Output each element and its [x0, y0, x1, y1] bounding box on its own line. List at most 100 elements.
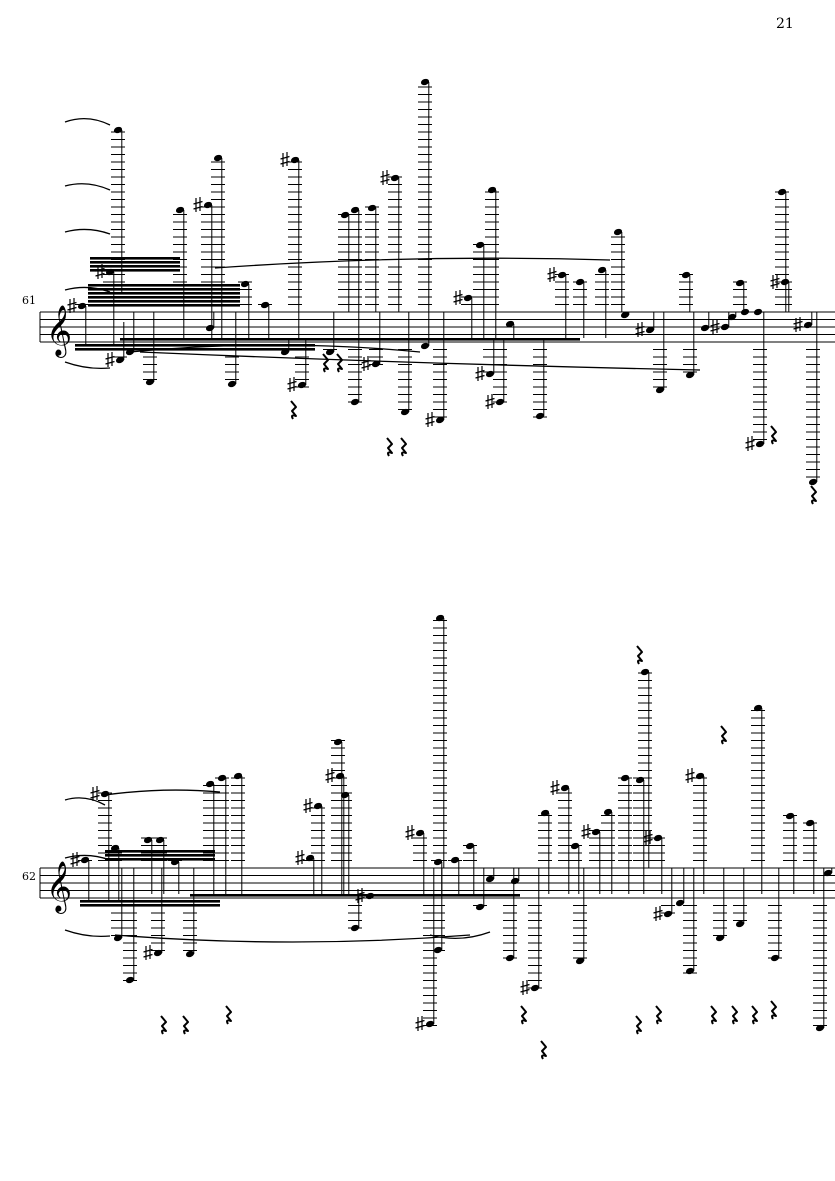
measure-number-62: 62 [22, 870, 36, 883]
notehead [113, 934, 123, 942]
notehead [575, 957, 585, 965]
beam [120, 338, 580, 341]
sharp-icon [745, 436, 755, 451]
notehead [463, 294, 473, 302]
quarter-rest-icon [322, 353, 329, 373]
notehead [350, 206, 360, 214]
sharp-icon [67, 298, 77, 313]
sharp-icon [635, 322, 645, 337]
beam [190, 894, 520, 897]
notehead [663, 910, 673, 918]
sharp-icon [70, 852, 80, 867]
sharp-icon [453, 290, 463, 305]
notehead [105, 268, 115, 276]
notehead [603, 808, 613, 816]
quarter-rest-icon [810, 485, 817, 505]
notehead [597, 266, 607, 274]
sharp-icon [770, 274, 780, 289]
notehead [715, 934, 725, 942]
sharp-icon [415, 1016, 425, 1031]
quarter-rest-icon [520, 1005, 527, 1025]
notehead [305, 854, 315, 862]
sharp-icon [643, 830, 653, 845]
notehead [280, 348, 290, 356]
slur [214, 257, 611, 269]
quarter-rest-icon [336, 353, 343, 373]
beam [80, 904, 220, 907]
quarter-rest-icon [720, 725, 727, 745]
slur [64, 118, 111, 126]
notehead [645, 326, 655, 334]
notehead [325, 348, 335, 356]
notehead [535, 412, 545, 420]
sharp-icon [287, 377, 297, 392]
slur [64, 183, 111, 191]
notehead [640, 668, 650, 676]
beam [90, 269, 180, 272]
slur [429, 931, 491, 939]
beam [105, 850, 215, 853]
notehead [560, 784, 570, 792]
treble-clef-icon: 𝄞 [46, 861, 72, 914]
notehead [655, 386, 665, 394]
notehead [815, 1024, 825, 1032]
notehead [620, 311, 630, 319]
quarter-rest-icon [225, 1005, 232, 1025]
beam [90, 257, 180, 260]
notehead [685, 371, 695, 379]
quarter-rest-icon [636, 645, 643, 665]
quarter-rest-icon [635, 1015, 642, 1035]
sharp-icon [361, 356, 371, 371]
page-number: 21 [776, 16, 794, 32]
notehead [823, 869, 833, 877]
beam [88, 288, 240, 291]
quarter-rest-icon [770, 425, 777, 445]
quarter-rest-icon [751, 1005, 758, 1025]
quarter-rest-icon [400, 437, 407, 457]
sharp-icon [520, 980, 530, 995]
notehead [420, 78, 430, 86]
beam [75, 348, 315, 351]
beam [88, 284, 240, 287]
notehead [675, 899, 685, 907]
notehead [367, 204, 377, 212]
notehead [755, 440, 765, 448]
beam [88, 292, 240, 295]
notehead [415, 829, 425, 837]
treble-clef-icon: 𝄞 [46, 305, 72, 358]
quarter-rest-icon [160, 1015, 167, 1035]
quarter-rest-icon [770, 1000, 777, 1020]
slur [64, 228, 111, 235]
sharp-icon [90, 786, 100, 801]
notehead [727, 313, 737, 321]
sharp-icon [405, 825, 415, 840]
notehead [153, 949, 163, 957]
beam [105, 858, 215, 861]
quarter-rest-icon [386, 437, 393, 457]
slur [64, 286, 111, 293]
notehead [390, 174, 400, 182]
sharp-icon [710, 319, 720, 334]
sharp-icon [193, 197, 203, 212]
quarter-rest-icon [731, 1005, 738, 1025]
notehead [510, 877, 520, 885]
slur [139, 351, 701, 371]
notehead [100, 790, 110, 798]
notehead [420, 342, 430, 350]
notehead [485, 875, 495, 883]
sharp-icon [547, 267, 557, 282]
beam [90, 261, 180, 264]
notehead [365, 892, 375, 900]
beam [75, 344, 315, 347]
notehead [145, 378, 155, 386]
sharp-icon [105, 352, 115, 367]
sharp-icon [653, 906, 663, 921]
notehead [205, 324, 215, 332]
quarter-rest-icon [540, 1040, 547, 1060]
slur [104, 789, 221, 796]
sharp-icon [295, 850, 305, 865]
sharp-icon [485, 394, 495, 409]
slur [114, 934, 471, 943]
slur [64, 854, 111, 861]
